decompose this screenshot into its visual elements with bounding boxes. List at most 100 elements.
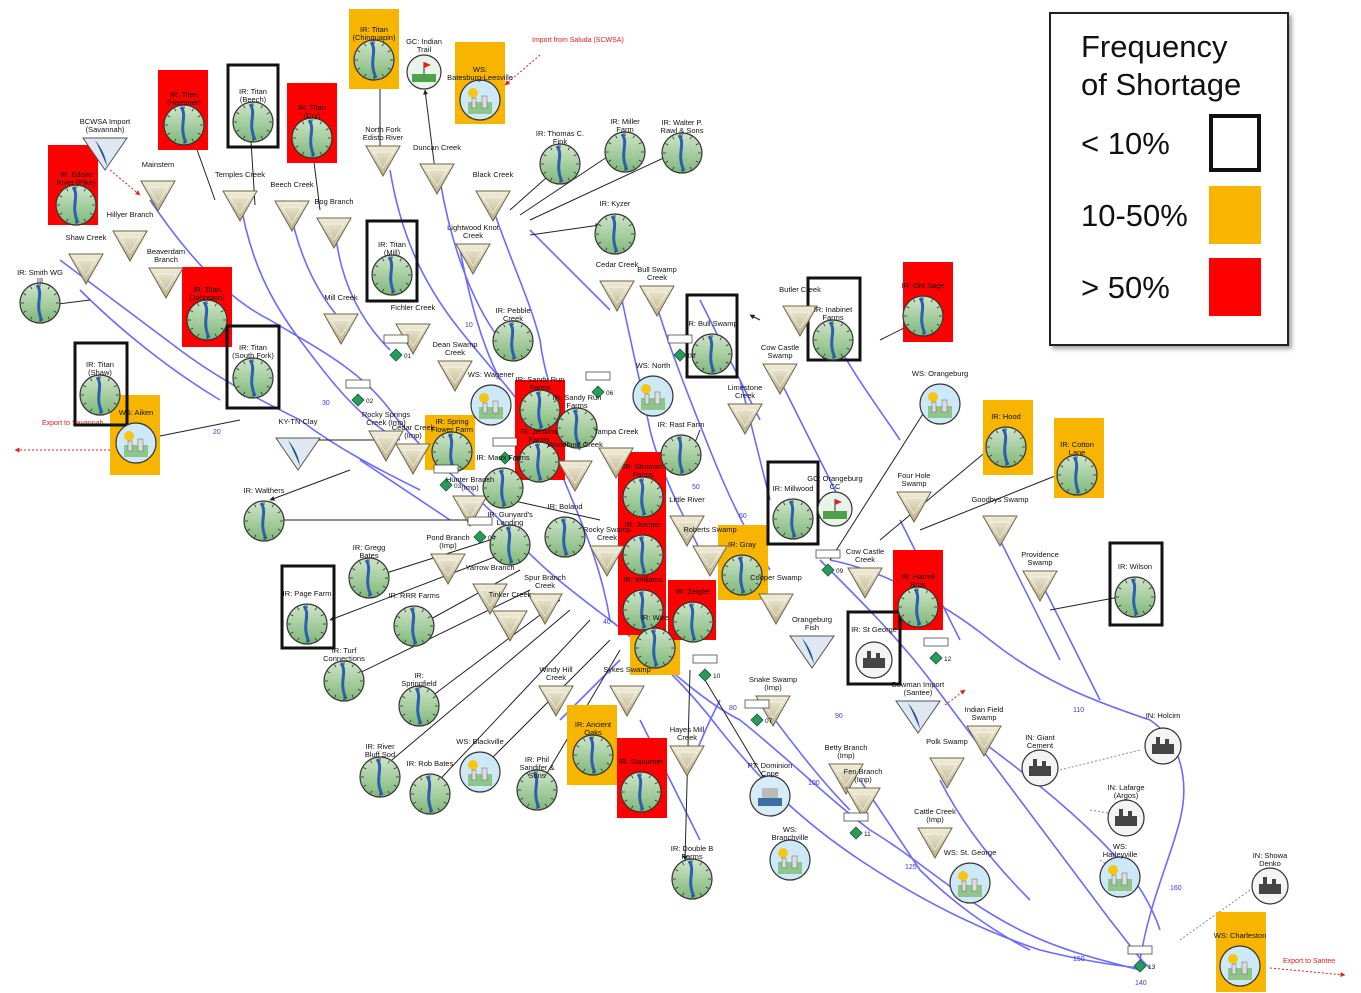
gauge-station: 03 (433, 464, 462, 492)
tributary-label: Bog Branch (314, 197, 353, 206)
inflow-triangle-icon (669, 745, 705, 778)
user-label: IR: Page Farm (283, 589, 332, 598)
gauge-id: 05 (513, 456, 521, 463)
tributary-bull-swamp (639, 285, 675, 318)
import-label: Bowman Import(Santee) (892, 680, 945, 697)
tributary-nf-edisto (365, 145, 401, 178)
inflow-triangle-icon (452, 495, 488, 528)
user-label: IR: Old Sage (902, 281, 945, 290)
tributary-hunter (452, 495, 488, 528)
user-mauxe (482, 467, 524, 509)
user-pt-dominion (749, 775, 791, 817)
user-ws-north (632, 375, 674, 417)
user-thomas-fink (539, 143, 581, 185)
user-label: WS:Batesburg-Leesville (447, 65, 513, 82)
user-ws-blackville (459, 751, 501, 793)
user-rrr-farms (393, 605, 435, 647)
river-mark-10: 10 (465, 322, 473, 329)
inflow-triangle-icon (847, 567, 883, 600)
legend-label-high: > 50% (1081, 270, 1170, 305)
tributary-nodes (68, 145, 1058, 860)
gauge-station: 05 (492, 437, 521, 465)
tributary-shaw (68, 253, 104, 286)
gauge-diamond-icon (389, 348, 403, 362)
inflow-triangle-icon (639, 285, 675, 318)
gauge-id: 12 (944, 656, 952, 663)
legend-item-high: > 50% (1081, 258, 1281, 318)
inflow-triangle-icon (472, 583, 508, 616)
inflow-triangle-icon (395, 443, 431, 476)
user-gray (721, 554, 763, 596)
import-triangle-icon (895, 700, 941, 734)
user-in-showa (1251, 867, 1289, 905)
user-red-e (620, 771, 662, 813)
inflow-triangle-icon (599, 280, 635, 313)
tributary-providence (1022, 570, 1058, 603)
gauge-diamond-icon (698, 668, 712, 682)
gauge-station: 11 (843, 812, 871, 840)
user-walter-rawl (661, 132, 703, 174)
user-label: IR: Thomas C.Fink (536, 129, 584, 146)
inflow-triangle-icon (140, 180, 176, 213)
user-label: IN: Holcim (1146, 711, 1181, 720)
tributary-duncan (419, 163, 455, 196)
inflow-triangle-icon (758, 593, 794, 626)
gauge-station: 09 (815, 549, 844, 577)
gauge-id: 01 (404, 353, 412, 360)
user-hood (985, 426, 1027, 468)
industrial-links (1059, 749, 1251, 941)
gauge-station: 12 (923, 637, 952, 665)
inflow-triangle-icon (437, 360, 473, 393)
user-label: IR: Zeigler (676, 587, 711, 596)
tributary-label: Beech Creek (270, 180, 314, 189)
legend-swatch-mid (1209, 186, 1261, 244)
tributary-four-hole (896, 491, 932, 524)
export-santee-label: Export to Santee (1283, 958, 1335, 965)
user-titan-ftany (163, 104, 205, 146)
user-sandy-run-b (556, 407, 598, 449)
tributary-label: Goodbys Swamp (971, 495, 1028, 504)
tributary-woodland (557, 460, 593, 493)
tributary-bog (316, 217, 352, 250)
river-mark-30: 30 (322, 400, 330, 407)
tributary-cow-castle (847, 567, 883, 600)
gauge-diamond-icon (439, 478, 453, 492)
inflow-triangle-icon (762, 363, 798, 396)
legend-title-line1: Frequency (1081, 29, 1228, 64)
gauge-station: 01 (383, 334, 412, 362)
tributary-label: Cooper Swamp (750, 573, 802, 582)
river-mark-110: 110 (1073, 707, 1084, 714)
user-rob-bates (409, 773, 451, 815)
tributary-spur (527, 593, 563, 626)
gauge-id: 13 (1148, 964, 1156, 971)
inflow-triangle-icon (557, 460, 593, 493)
inflow-triangle-icon (589, 545, 625, 578)
tributary-cedar (599, 280, 635, 313)
tributary-roberts (692, 545, 728, 578)
user-red-b (622, 534, 664, 576)
tributary-tampa (598, 447, 634, 480)
tributary-rocky-springs (368, 430, 404, 463)
river-mark-80: 80 (729, 705, 737, 712)
tributary-label: Polk Swamp (926, 737, 968, 746)
user-label: IR: Wilson (1118, 562, 1152, 571)
inflow-triangle-icon (929, 757, 965, 790)
gauge-station: 07 (744, 699, 773, 727)
tributary-label: Cattle Creek(Imp) (914, 807, 956, 824)
user-ws-wagener (470, 384, 512, 426)
user-springfield (398, 685, 440, 727)
tributary-yarrow (472, 583, 508, 616)
user-yel-b (572, 734, 614, 776)
